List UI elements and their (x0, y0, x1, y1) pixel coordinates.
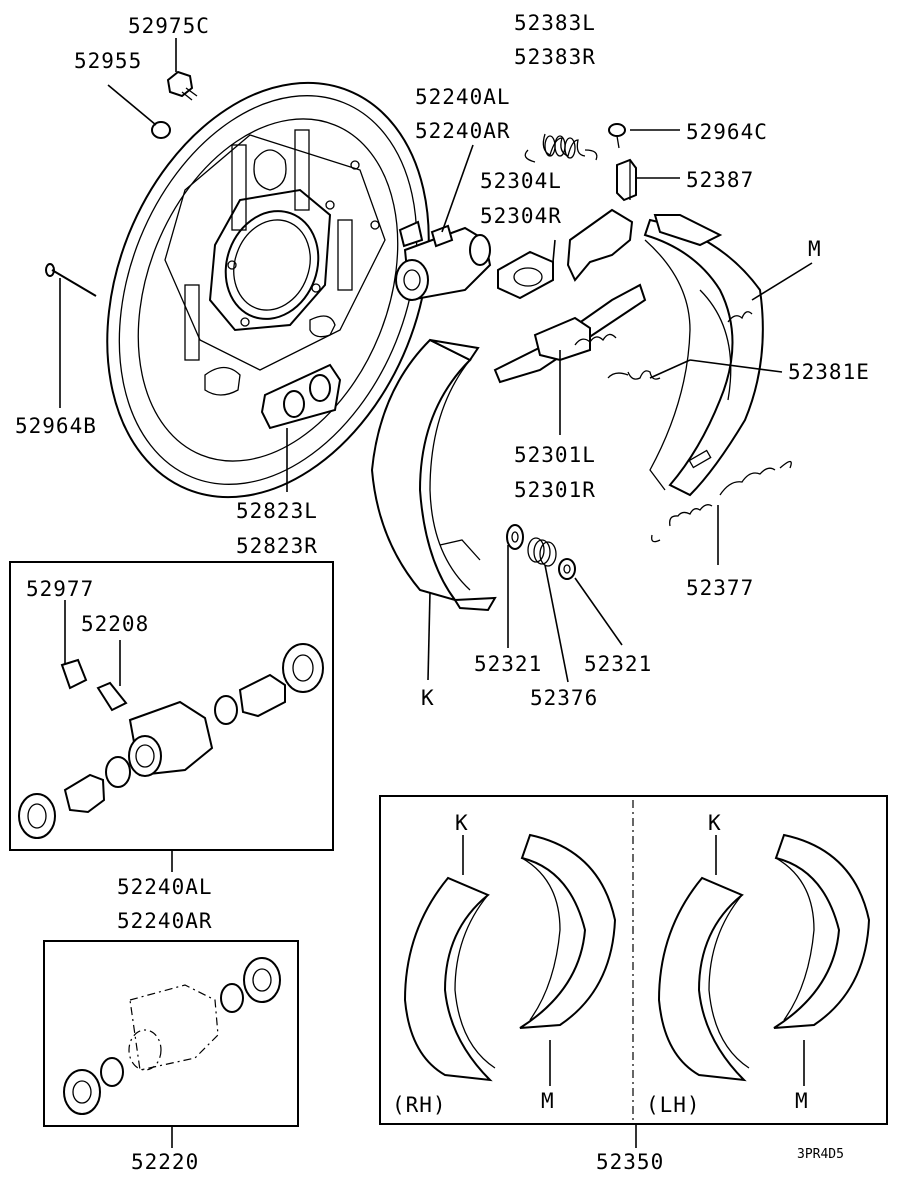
spring-52383 (524, 133, 598, 163)
kit-box-52220 (43, 940, 299, 1148)
wheel-cylinder-52240A (395, 220, 492, 302)
figure-code: 3PR4D5 (797, 1147, 844, 1162)
bolt-52975C (166, 70, 198, 101)
kit-box-52240A (9, 561, 334, 872)
label-M-lh: M (795, 1089, 809, 1113)
spring-52376 (527, 537, 557, 567)
label-M-rh: M (541, 1089, 555, 1113)
screw-52964C (608, 123, 626, 149)
label-52964C: 52964C (686, 120, 768, 144)
brake-shoe-M (643, 214, 764, 497)
leader-lines (59, 38, 813, 683)
spring-clip-52304 (497, 250, 554, 300)
part-labels: 52975C 52955 52383L 52383R 52240AL 52240… (15, 11, 870, 1174)
label-52240AR-top: 52240AR (415, 119, 511, 143)
label-52350: 52350 (596, 1150, 664, 1174)
label-52304R: 52304R (480, 204, 562, 228)
pin-52964B (45, 263, 97, 297)
label-52977: 52977 (26, 577, 94, 601)
label-side-lh: (LH) (646, 1093, 701, 1117)
label-52964B: 52964B (15, 414, 97, 438)
label-52823R: 52823R (236, 534, 318, 558)
label-52321-left: 52321 (474, 652, 542, 676)
label-52240AR-kit: 52240AR (117, 909, 213, 933)
brake-shoe-K (370, 338, 497, 612)
label-52381E: 52381E (788, 360, 870, 384)
washer-52321-right (558, 558, 576, 580)
label-52208: 52208 (81, 612, 149, 636)
spring-52381E (607, 311, 753, 380)
label-52955: 52955 (74, 49, 142, 73)
label-52383R: 52383R (514, 45, 596, 69)
label-52321-right: 52321 (584, 652, 652, 676)
label-52304L: 52304L (480, 169, 562, 193)
label-52975C: 52975C (128, 14, 210, 38)
label-52301R: 52301R (514, 478, 596, 502)
label-52376: 52376 (530, 686, 598, 710)
label-52301L: 52301L (514, 443, 596, 467)
label-K-main: K (421, 686, 435, 710)
label-52383L: 52383L (514, 11, 596, 35)
label-52387: 52387 (686, 168, 754, 192)
label-K-lh: K (708, 811, 722, 835)
label-K-rh: K (455, 811, 469, 835)
label-52240AL-kit: 52240AL (117, 875, 213, 899)
label-52220: 52220 (131, 1150, 199, 1174)
adjuster-lever-52301 (493, 208, 647, 384)
block-52387 (616, 158, 637, 202)
label-52240AL-top: 52240AL (415, 85, 511, 109)
label-M-top: M (808, 237, 822, 261)
kit-box-52350 (379, 795, 888, 1148)
label-52823L: 52823L (236, 499, 318, 523)
label-52377: 52377 (686, 576, 754, 600)
backing-plate (106, 81, 430, 499)
washer-52321-left (506, 524, 524, 550)
label-side-rh: (RH) (392, 1093, 447, 1117)
spring-52377 (651, 460, 792, 543)
plug-52955 (151, 121, 171, 139)
